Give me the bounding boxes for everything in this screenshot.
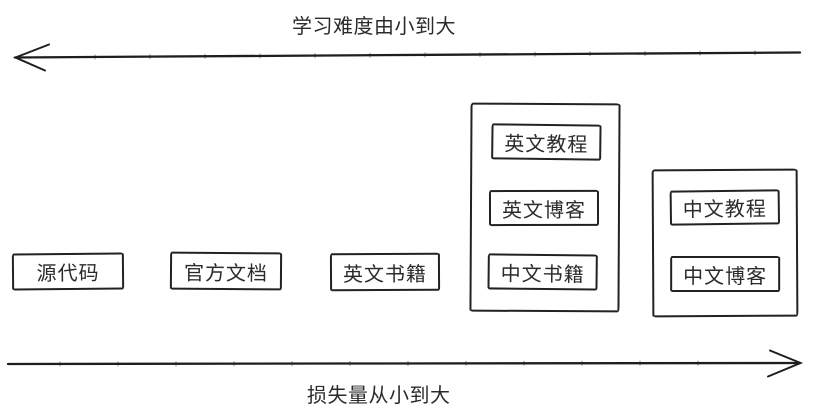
node-label: 官方文档 <box>183 262 269 285</box>
node-label: 中文教程 <box>682 198 767 222</box>
group-english-tutorials-blogs-chinese-books: 英文教程 英文博客 中文书籍 <box>469 102 621 313</box>
loss-amount-arrow <box>6 349 804 378</box>
node-chinese-tutorials: 中文教程 <box>669 189 781 226</box>
group-chinese-tutorials-blogs: 中文教程 中文博客 <box>651 168 799 318</box>
top-axis-label: 学习难度由小到大 <box>292 16 456 38</box>
node-english-blogs: 英文博客 <box>488 189 600 227</box>
node-label: 中文书籍 <box>500 263 585 286</box>
node-english-tutorials: 英文教程 <box>491 123 602 161</box>
node-source-code: 源代码 <box>11 252 125 291</box>
node-chinese-books: 中文书籍 <box>487 253 598 291</box>
node-label: 英文博客 <box>501 199 587 222</box>
node-label: 英文教程 <box>504 132 589 157</box>
node-label: 英文书籍 <box>342 263 428 286</box>
node-chinese-blogs: 中文博客 <box>670 255 781 292</box>
node-label: 源代码 <box>36 262 100 286</box>
node-official-docs: 官方文档 <box>169 251 283 291</box>
bottom-axis-label: 损失量从小到大 <box>307 385 451 407</box>
node-english-books: 英文书籍 <box>329 252 441 292</box>
learning-difficulty-arrow <box>12 43 802 72</box>
node-label: 中文博客 <box>683 265 768 288</box>
